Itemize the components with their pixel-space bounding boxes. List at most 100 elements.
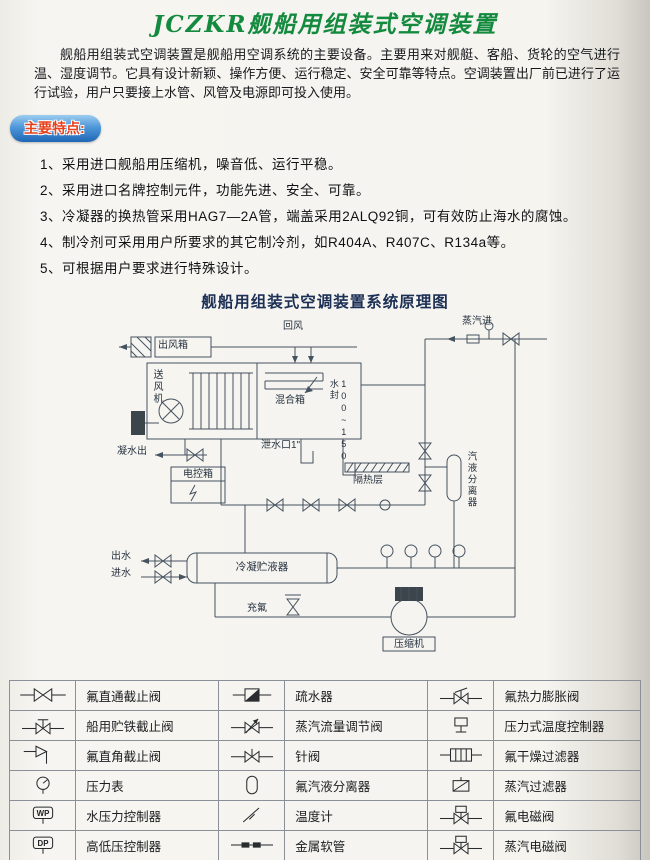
metal-hose-icon: [230, 842, 273, 848]
legend-symbol-cell: [8, 709, 77, 741]
legend-label: 氟直通截止阀: [75, 679, 220, 711]
separator-label: 汽液分离器: [465, 450, 477, 509]
return-air-label: 回风: [283, 320, 303, 332]
steam-line-shape: [361, 321, 547, 617]
legend-symbol-cell: [218, 739, 286, 771]
compressor-label: 压缩机: [394, 638, 424, 650]
pressure-gauge-icon: [35, 776, 50, 794]
legend-label: 水压力控制器: [75, 799, 220, 831]
water-out-label: 出水: [111, 550, 131, 562]
condensate-out-label: 凝水出: [117, 445, 147, 457]
legend-label: 蒸汽电磁阀: [493, 829, 641, 860]
return-air-arrows: [292, 346, 314, 363]
pressure-temperature-controller-icon: [454, 717, 468, 733]
feature-item: 2、采用进口名牌控制元件，功能先进、安全、可靠。: [40, 182, 371, 198]
legend-symbol-cell: DP: [8, 829, 77, 860]
system-schematic: [119, 321, 547, 652]
high-low-pressure-controller-icon: DP: [32, 836, 53, 854]
legend-label: 氟电磁阀: [493, 799, 641, 831]
angle-stop-valve-icon: [23, 745, 48, 764]
compressor-shape: [382, 586, 436, 652]
water-lines-shape: [141, 553, 187, 584]
legend-symbol-cell: [8, 739, 77, 771]
dp-text: DP: [37, 839, 48, 848]
legend-label: 氟热力膨胀阀: [493, 679, 641, 711]
ahu-box-shape: [131, 362, 362, 440]
legend-label: 疏水器: [284, 679, 429, 711]
features-list: 1、采用进口舰船用压缩机，噪音低、运行平稳。 2、采用进口名牌控制元件，功能先进…: [40, 153, 620, 277]
legend-label: 针阀: [284, 739, 429, 771]
legend-label: 氟干燥过滤器: [493, 739, 641, 771]
legend-row: 氟直角截止阀 针阀 氟干燥过滤器: [8, 739, 641, 771]
legend-symbol-cell: [8, 769, 77, 801]
legend-symbol-cell: [427, 709, 495, 741]
water-seal-label: 100~150水封: [328, 378, 349, 463]
legend-symbol-cell: [8, 679, 77, 711]
legend-label: 氟汽液分离器: [284, 769, 429, 801]
legend-symbol-cell: [218, 799, 286, 831]
system-diagram: 出风箱 回风 蒸汽进 混合箱 送风机 100~150水封 凝水出 泄水口1" 电…: [95, 315, 555, 673]
legend-symbol-cell: [427, 769, 495, 801]
legend-label: 蒸汽流量调节阀: [284, 709, 429, 741]
legend-symbol-cell: [427, 679, 495, 711]
feature-item: 3、冷凝器的换热管采用HAG7—2A管，端盖采用2ALQ92铜，可有效防止海水的…: [40, 208, 577, 224]
bottom-loop-shape: [214, 582, 515, 618]
feature-item: 4、制冷剂可采用用户所要求的其它制冷剂，如R404A、R407C、R134a等。: [40, 234, 515, 250]
thermal-expansion-valve-icon: [439, 687, 482, 705]
fluorine-solenoid-valve-icon: [439, 805, 482, 825]
legend-symbol-cell: [427, 739, 495, 771]
drain-shape: [155, 438, 356, 476]
features-badge: 主要特点:: [10, 114, 101, 142]
steam-trap-icon: [232, 688, 271, 702]
marine-stop-valve-icon: [21, 719, 64, 735]
legend-label: 船用贮铁截止阀: [75, 709, 220, 741]
separator-shape: [425, 454, 462, 568]
page-title: JCZKR舰船用组装式空调装置: [152, 11, 498, 38]
steam-solenoid-valve-icon: [439, 835, 482, 855]
insulation-shape: [344, 462, 410, 473]
charge-fluorine-label: 充氟: [247, 602, 267, 614]
legend-row: 船用贮铁截止阀 蒸汽流量调节阀 压力式温度控制器: [8, 709, 641, 741]
supply-fan-label: 送风机: [151, 368, 162, 405]
legend-symbol-cell: [218, 679, 286, 711]
mixing-box-label: 混合箱: [275, 394, 305, 406]
feature-item: 5、可根据用户要求进行特殊设计。: [40, 260, 259, 276]
legend-symbol-cell: [218, 709, 286, 741]
vapor-liquid-separator-icon: [245, 775, 258, 795]
legend-row: 压力表 氟汽液分离器 蒸汽过滤器: [8, 769, 641, 801]
legend-symbol-cell: [427, 799, 495, 831]
straight-stop-valve-icon: [19, 687, 66, 703]
dryer-filter-icon: [439, 748, 482, 762]
intro-paragraph: 舰船用组装式空调装置是舰船用空调系统的主要设备。主要用来对舰艇、客船、货轮的空气…: [34, 47, 620, 100]
diagram-title: 舰船用组装式空调装置系统原理图: [201, 293, 449, 311]
legend-symbol-cell: [427, 829, 495, 860]
legend-table: 氟直通截止阀 疏水器 氟热力膨胀阀 船用贮铁截止阀: [8, 679, 641, 860]
wp-text: WP: [36, 809, 49, 818]
legend-row: DP 高低压控制器 金属软管 蒸汽电磁阀: [8, 829, 641, 860]
steam-flow-regulating-valve-icon: [230, 718, 273, 734]
legend-symbol-cell: [218, 829, 286, 860]
valve-cluster-shape: [220, 438, 425, 553]
electric-box-label: 电控箱: [183, 468, 213, 480]
gauges-shape: [337, 544, 515, 569]
legend-symbol-cell: WP: [8, 799, 77, 831]
steam-filter-icon: [452, 777, 470, 792]
legend-label: 金属软管: [284, 829, 429, 860]
legend-label: 蒸汽过滤器: [493, 769, 641, 801]
legend-label: 压力式温度控制器: [493, 709, 641, 741]
steam-in-label: 蒸汽进: [462, 315, 492, 327]
condenser-label: 冷凝贮液器: [235, 560, 289, 573]
thermometer-icon: [242, 807, 260, 823]
legend-label: 高低压控制器: [75, 829, 220, 860]
legend-symbol-cell: [218, 769, 286, 801]
water-pressure-controller-icon: WP: [32, 806, 53, 824]
legend-row: WP 水压力控制器 温度计 氟电磁阀: [8, 799, 641, 831]
legend-label: 压力表: [75, 769, 220, 801]
electric-box-shape: [170, 466, 226, 504]
water-in-label: 进水: [111, 567, 131, 579]
needle-valve-icon: [230, 748, 273, 764]
legend-label: 温度计: [284, 799, 429, 831]
legend-row: 氟直通截止阀 疏水器 氟热力膨胀阀: [8, 679, 641, 711]
air-outlet-shape: [119, 336, 357, 358]
